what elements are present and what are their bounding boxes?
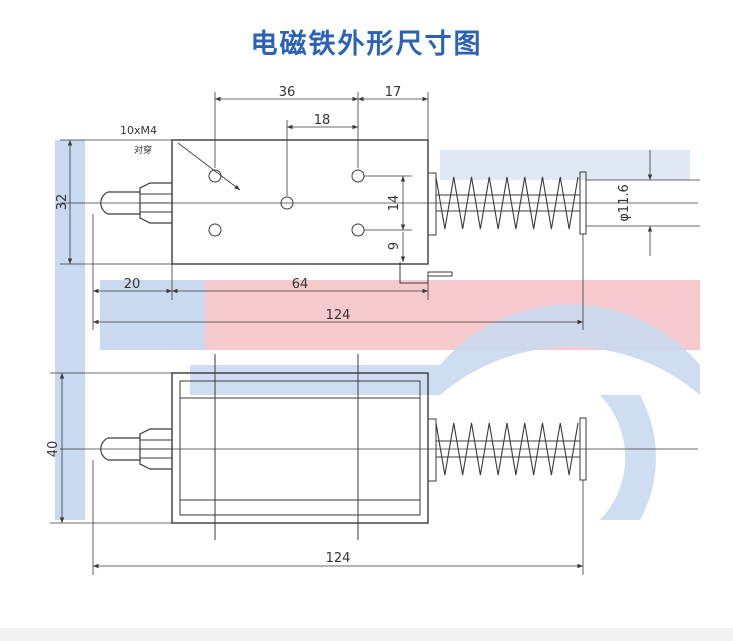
top-view [60, 354, 698, 540]
dim-14: 14 [387, 195, 402, 212]
front-view [60, 139, 698, 284]
dim-124-front: 124 [326, 308, 351, 323]
dim-32: 32 [55, 194, 70, 211]
dim-40: 40 [46, 441, 61, 458]
dim-20: 20 [124, 277, 141, 292]
dim-64: 64 [292, 277, 309, 292]
front-dimensions [60, 92, 700, 330]
thread-label: 10xM4 [120, 124, 157, 137]
dim-18: 18 [314, 113, 331, 128]
dim-9: 9 [387, 242, 402, 250]
dim-124-top: 124 [326, 551, 351, 566]
bottom-bar [0, 628, 733, 641]
dim-phi: φ11.6 [617, 184, 632, 222]
thread-note: 对穿 [134, 144, 152, 156]
dim-36: 36 [279, 85, 296, 100]
page-title: 电磁铁外形尺寸图 [250, 29, 483, 60]
dim-17: 17 [385, 85, 402, 100]
watermark-logo [55, 140, 700, 520]
top-dimensions [50, 372, 584, 575]
